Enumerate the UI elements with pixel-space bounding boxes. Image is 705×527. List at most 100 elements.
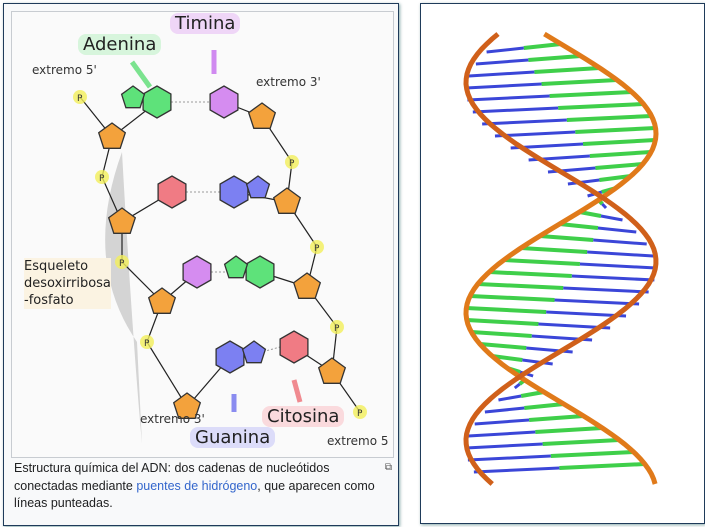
- phosphate-group: [353, 405, 367, 419]
- base-pair-rung: [524, 402, 564, 410]
- base-citosina: [279, 330, 309, 364]
- base-pair-rung: [503, 258, 581, 266]
- bond: [146, 341, 188, 408]
- base-pair-rung: [567, 178, 600, 186]
- base-pair-rung: [539, 234, 594, 242]
- base-pair-rung: [579, 262, 657, 270]
- base-pair-rung: [535, 426, 603, 434]
- base-pair-rung: [534, 66, 600, 74]
- deoxyribose-sugar: [147, 287, 177, 314]
- base-ring-adenina: [120, 85, 146, 109]
- base-ring-adenina: [223, 255, 249, 279]
- phosphate-symbol: P: [119, 259, 125, 269]
- label-citosina: Citosina: [262, 406, 345, 427]
- base-pair-rung: [467, 94, 550, 102]
- sugar-phosphate-backbone: [463, 32, 659, 486]
- base-pair-rung: [563, 286, 649, 294]
- deoxyribose-sugar: [107, 207, 137, 234]
- dna-helix-3d-image[interactable]: [421, 4, 704, 523]
- deoxyribose-sugar: [247, 102, 277, 129]
- pointer-arrow: [129, 60, 153, 89]
- base-pair-rung: [589, 150, 652, 158]
- base-pair-rung: [474, 418, 530, 426]
- phosphate-symbol: P: [77, 94, 83, 104]
- base-pair-rung: [559, 462, 645, 470]
- label-extremo-5-top: extremo 5': [32, 63, 97, 77]
- base-pair-rung: [489, 270, 572, 278]
- phosphate-symbol: P: [334, 324, 340, 334]
- phosphate-group: [310, 240, 324, 254]
- phosphate-symbol: P: [289, 159, 295, 169]
- phosphate-group: [115, 255, 129, 269]
- base-pair-rung: [465, 442, 543, 450]
- base-pair-rung: [587, 250, 654, 258]
- base-pair-rung: [528, 54, 581, 62]
- base-pair-rung: [599, 174, 632, 182]
- deoxyribose-sugar: [97, 122, 127, 149]
- base-pair-rung: [482, 118, 567, 126]
- base-pair-rung: [468, 430, 536, 438]
- base-pair-rung: [468, 70, 535, 78]
- enlarge-icon[interactable]: ⧉: [384, 462, 392, 473]
- base-pair-rung: [498, 394, 522, 402]
- deoxyribose-sugar: [292, 272, 322, 299]
- base-pair-rung: [475, 58, 529, 66]
- sugar-phosphate-backbone: [463, 31, 659, 485]
- base-pair-rung: [550, 450, 634, 458]
- base-pair-rung: [554, 298, 640, 306]
- label-timina: Timina: [170, 13, 241, 34]
- base-pair-rung: [528, 414, 584, 422]
- base-ring-guanina: [241, 340, 267, 364]
- base-timina: [182, 255, 212, 289]
- label-adenina: Adenina: [78, 34, 162, 55]
- caption-text: Estructura química del ADN: dos cadenas …: [14, 461, 330, 493]
- base-pair-rung: [541, 78, 618, 86]
- base-pair-rung: [466, 318, 539, 326]
- hydrogen-bonds-link[interactable]: puentes de hidrógeno: [136, 478, 258, 493]
- base-ring-guanina: [245, 175, 271, 199]
- base-pair-rung: [595, 162, 643, 170]
- pointer-arrow: [291, 379, 303, 403]
- base-timina: [209, 85, 239, 119]
- phosphate-symbol: P: [144, 339, 150, 349]
- base-pair-rung: [466, 306, 547, 314]
- base-pair-rung: [601, 202, 608, 210]
- base-pair-rung: [472, 106, 559, 114]
- base-pair-rung: [491, 354, 523, 362]
- figure-thumbnail-right: [420, 3, 705, 524]
- base-pair-rung: [571, 274, 655, 282]
- base-pair-rung: [520, 246, 588, 254]
- base-pair-rung: [575, 126, 656, 134]
- base-adenina: [142, 85, 172, 119]
- phosphate-group: [330, 320, 344, 334]
- base-pair-rung: [522, 358, 553, 366]
- base-pair-rung: [473, 466, 560, 474]
- label-extremo-5-bottom: extremo 5: [327, 434, 389, 448]
- base-pair-rung: [600, 214, 623, 222]
- deoxyribose-sugar: [172, 392, 202, 419]
- phosphate-group: [285, 155, 299, 169]
- base-pair-rung: [542, 438, 620, 446]
- phosphate-symbol: P: [357, 409, 363, 419]
- phosphate-symbol: P: [99, 174, 105, 184]
- deoxyribose-sugar: [317, 357, 347, 384]
- phosphate-group: [95, 170, 109, 184]
- base-pair-rung: [593, 238, 647, 246]
- base-pair-rung: [471, 330, 532, 338]
- base-pair-rung: [484, 406, 525, 414]
- base-pair-rung: [465, 82, 542, 90]
- base-pair-rung: [479, 342, 527, 350]
- base-pair-rung: [467, 454, 551, 462]
- base-pair-rung: [523, 42, 562, 50]
- base-pair-rung: [558, 102, 644, 110]
- base-pair-rung: [469, 294, 555, 302]
- deoxyribose-sugar: [272, 187, 302, 214]
- caption-text-end: , que aparecen como líneas punteadas.: [14, 478, 375, 511]
- base-pair-rung: [513, 382, 521, 390]
- base-pair-rung: [520, 390, 545, 398]
- base-pair-rung: [477, 282, 564, 290]
